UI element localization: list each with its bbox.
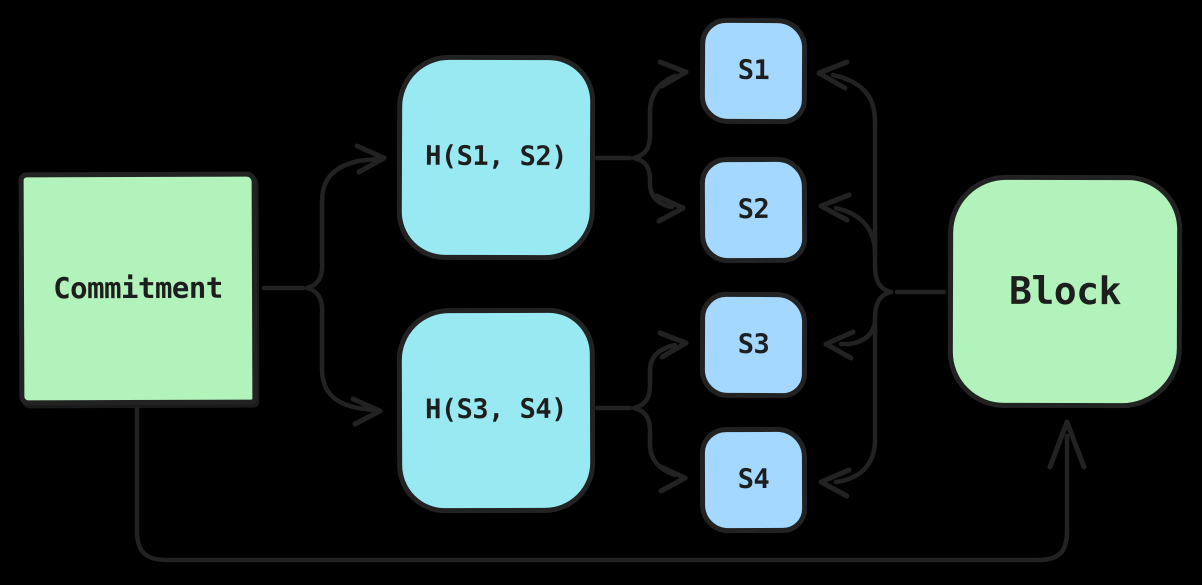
block-label: Block xyxy=(1008,268,1121,313)
hash-s1-s2-label: H(S1, S2) xyxy=(425,140,567,173)
segment-s2-label: S2 xyxy=(737,193,770,225)
segment-s3-label: S3 xyxy=(737,328,770,360)
arrow-commitment-to-block xyxy=(134,405,1087,563)
segment-s1-label: S1 xyxy=(737,54,770,86)
hash-s3-s4-node: H(S3, S4) xyxy=(396,307,596,514)
arrow-commitment-to-hashes xyxy=(261,143,387,427)
arrow-hash-top-to-s1-s2 xyxy=(594,59,689,224)
arrow-block-to-segments xyxy=(816,59,947,499)
segment-s4-node: S4 xyxy=(699,426,808,534)
segment-s4-label: S4 xyxy=(737,463,770,495)
segment-s1-node: S1 xyxy=(699,17,808,125)
segment-s3-node: S3 xyxy=(699,291,808,399)
commitment-label: Commitment xyxy=(53,270,223,305)
commitment-node: Commitment xyxy=(18,171,258,406)
segment-s2-node: S2 xyxy=(699,156,808,264)
arrow-hash-bottom-to-s3-s4 xyxy=(594,330,689,494)
hash-s1-s2-node: H(S1, S2) xyxy=(396,54,596,261)
block-node: Block xyxy=(947,174,1183,409)
hash-s3-s4-label: H(S3, S4) xyxy=(425,393,567,426)
